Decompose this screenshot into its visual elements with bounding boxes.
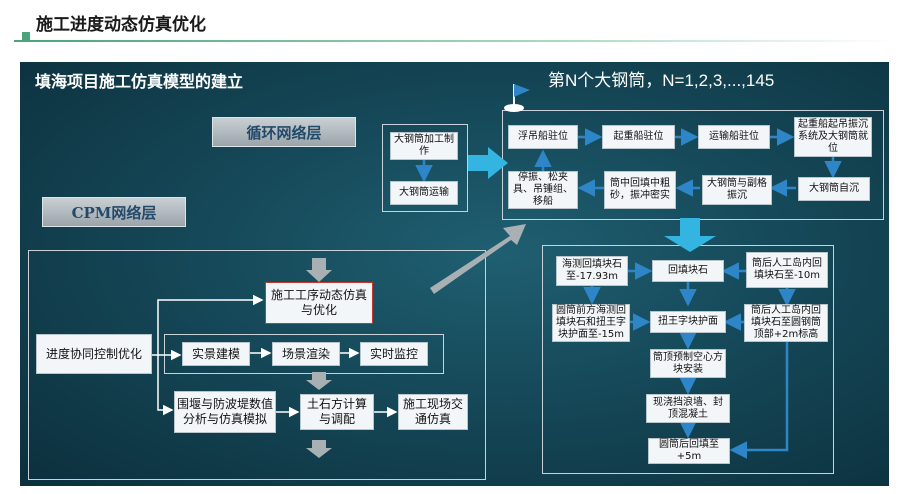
cycle-network-layer-label: 循环网络层 bbox=[212, 117, 356, 147]
title-marker bbox=[22, 32, 30, 40]
page-title: 施工进度动态仿真优化 bbox=[36, 15, 206, 35]
scene-build-box: 实景建模 bbox=[182, 342, 250, 366]
fabrication-box: 大钢筒加工制作 bbox=[390, 132, 458, 160]
cofferdam-box: 围堰与防波堤数值分析与仿真模拟 bbox=[174, 391, 276, 433]
lift-ship-box: 起重船驻位 bbox=[602, 125, 675, 149]
traffic-box: 施工现场交通仿真 bbox=[398, 394, 468, 430]
cpm-frame bbox=[28, 250, 486, 480]
transport-box: 大钢筒运输 bbox=[390, 181, 458, 205]
rear-fill-box: 圆筒后回填至+5m bbox=[648, 438, 730, 464]
float-crane-box: 浮吊船驻位 bbox=[508, 125, 578, 149]
island-fill-box: 筒后人工岛内回填块石至-10m bbox=[746, 252, 828, 288]
wave-wall-box: 现浇挡浪墙、封顶混凝土 bbox=[646, 394, 730, 423]
monitor-box: 实时监控 bbox=[360, 342, 428, 366]
fill-sand-box: 筒中回填中粗砂，振冲密实 bbox=[604, 171, 676, 209]
island-top-box: 筒后人工岛内回填块石至圆钢筒顶部+2m标高 bbox=[744, 304, 828, 342]
transport-ship-box: 运输船驻位 bbox=[698, 125, 770, 149]
steel-cylinder-count-label: 第N个大钢筒，N=1,2,3,...,145 bbox=[548, 71, 775, 90]
vibrate-box: 大钢筒与副格振沉 bbox=[702, 175, 772, 205]
backfill-stone-box: 回填块石 bbox=[652, 260, 724, 282]
earthwork-box: 土石方计算与调配 bbox=[300, 394, 374, 430]
front-fill-box: 圆筒前方海测回填块石和扭王字块护面至-15m bbox=[552, 304, 630, 342]
self-sink-box: 大钢筒自沉 bbox=[798, 177, 870, 201]
scene-render-box: 场景渲染 bbox=[272, 342, 340, 366]
steel-prep-frame bbox=[382, 124, 468, 212]
process-sim-box: 施工工序动态仿真与优化 bbox=[265, 282, 373, 324]
progress-control-box: 进度协同控制优化 bbox=[36, 334, 152, 374]
stop-vibration-box: 停振、松夹具、吊锤组、移船 bbox=[508, 171, 578, 209]
cpm-network-layer-label: CPM网络层 bbox=[42, 197, 186, 227]
panel-title: 填海项目施工仿真模型的建立 bbox=[35, 72, 244, 91]
title-underline bbox=[14, 40, 894, 42]
twist-block-box: 扭王字块护面 bbox=[650, 311, 726, 333]
hollow-block-box: 筒顶预制空心方块安装 bbox=[650, 349, 726, 378]
sea-fill-box: 海测回填块石至-17.93m bbox=[556, 256, 628, 286]
crane-system-box: 起重船起吊振沉系统及大钢筒就位 bbox=[794, 117, 872, 157]
